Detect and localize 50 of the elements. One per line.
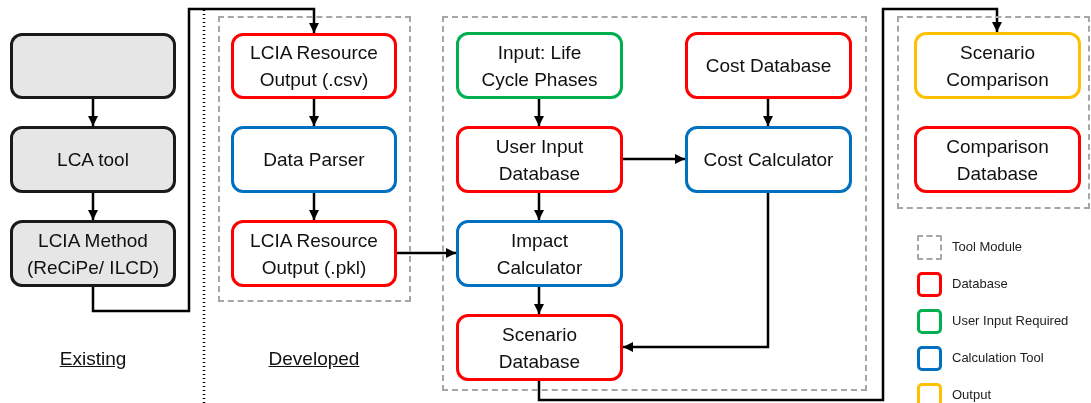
node-text: Scenario Database <box>497 322 582 374</box>
tool-module-frame <box>897 16 1090 209</box>
legend-text: Tool Module <box>952 239 1023 254</box>
section-label: Developed <box>268 348 360 370</box>
arrow <box>534 99 544 126</box>
arrow <box>623 154 685 164</box>
existing-step-box <box>10 220 176 287</box>
arrow <box>537 7 1002 402</box>
node-text: LCIA Method (ReCiPe/ ILCD) <box>26 228 160 280</box>
existing-step-box <box>10 126 176 193</box>
arrow <box>623 193 770 352</box>
calculation-box <box>685 126 852 193</box>
tool-module-frame <box>218 16 411 302</box>
arrow <box>534 193 544 220</box>
legend-text: Calculation Tool <box>952 350 1044 365</box>
legend-text: User Input Required <box>952 313 1069 328</box>
node-text: Impact Calculator <box>495 228 584 280</box>
legend-text: Output <box>952 387 992 402</box>
node-text: LCA tool <box>56 148 130 172</box>
node-text: Data Parser <box>262 148 366 172</box>
legend-text: Database <box>952 276 1008 291</box>
tool-module-frame <box>442 16 867 391</box>
calculation-box <box>456 220 623 287</box>
node-text: LCIA Resource Output (.pkl) <box>249 228 379 280</box>
node-text: LCIA Resource Output (.csv) <box>249 41 379 92</box>
node-text: Comparison Database <box>945 134 1050 186</box>
arrow <box>309 99 319 126</box>
node-text: Scenario Comparison <box>945 40 1050 92</box>
database-box <box>456 314 623 381</box>
section-label: Existing <box>59 348 127 370</box>
arrow <box>88 99 98 126</box>
database-box <box>231 220 397 287</box>
arrow <box>88 193 98 220</box>
node-text: User Input Database <box>494 134 585 186</box>
database-box <box>914 126 1081 193</box>
arrow <box>763 99 773 126</box>
arrow <box>309 193 319 220</box>
arrow <box>534 287 544 314</box>
calculation-box <box>231 126 397 193</box>
existing-step-box <box>10 33 176 99</box>
database-box <box>231 33 397 99</box>
database-box <box>456 126 623 193</box>
node-text: Cost Database <box>704 54 833 78</box>
node-text: Input: Life Cycle Phases <box>480 40 599 92</box>
database-box <box>685 32 852 99</box>
arrow <box>91 7 319 313</box>
input-box <box>456 32 623 99</box>
node-text: Cost Calculator <box>702 148 835 172</box>
arrow <box>397 248 456 258</box>
output-box <box>914 32 1081 99</box>
